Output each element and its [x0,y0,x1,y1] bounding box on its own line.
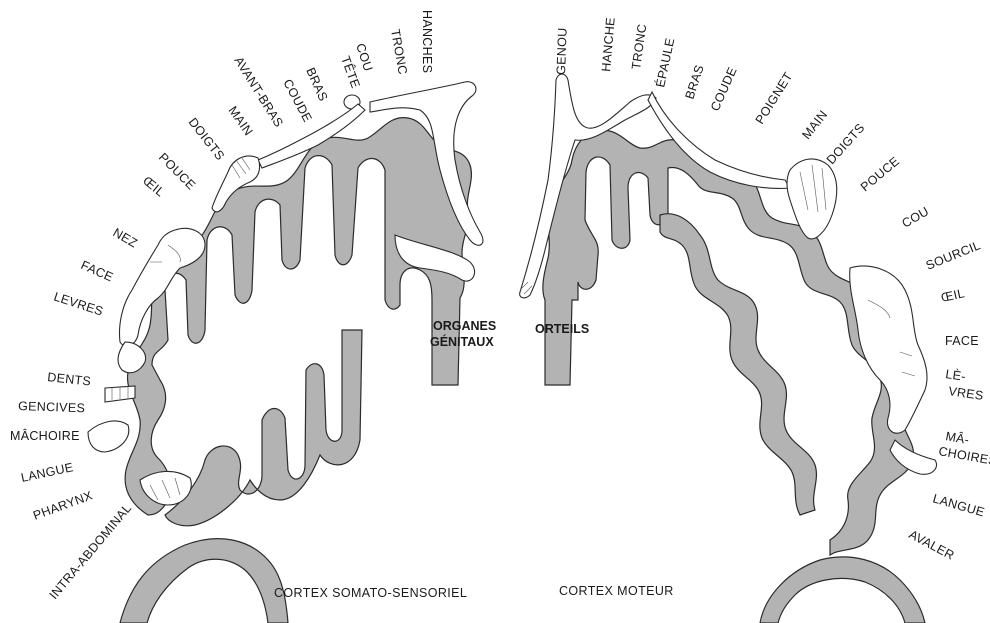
label-tronc: TRONC [388,28,410,76]
label-sourcil: SOURCIL [924,238,983,273]
label-machoires-2: CHOIRES [937,444,990,468]
label-oeil-motor: ŒIL [940,286,966,305]
label-main-motor: MAIN [799,108,830,142]
label-main: MAIN [226,104,256,139]
label-dents: DENTS [47,370,92,389]
label-tronc-motor: TRONC [629,23,649,70]
label-face: FACE [79,258,116,285]
label-machoire: MÂCHOIRE [10,428,80,443]
label-coude-motor: COUDE [708,65,740,113]
motor-labels: GENOU HANCHE TRONC ÉPAULE BRAS COUDE POI… [535,17,990,563]
label-doigts: DOIGTS [186,115,228,163]
caption-motor: CORTEX MOTEUR [559,584,674,598]
label-genitaux: GÉNITAUX [430,334,494,349]
label-langue: LANGUE [20,460,75,485]
label-poignet: POIGNET [753,70,796,127]
label-hanches: HANCHES [420,10,434,73]
label-bras: BRAS [303,66,330,104]
label-hanche: HANCHE [599,17,618,73]
motor-cortex-ribbon [543,130,925,623]
label-intra-abdominal: INTRA-ABDOMINAL [47,501,135,602]
label-organes: ORGANES [433,319,496,333]
label-epaule: ÉPAULE [652,36,677,88]
label-oeil: ŒIL [140,174,167,200]
label-doigts-motor: DOIGTS [824,121,868,167]
sensory-cortex-ribbon [120,118,471,623]
label-levres-motor-1: LÈ- [945,366,967,384]
label-face-motor: FACE [945,334,979,348]
label-bras-motor: BRAS [683,63,707,101]
label-cou-motor: COU [900,204,932,230]
label-pouce-motor: POUCE [858,154,902,194]
label-machoires-1: MÂ- [944,428,970,447]
label-pharynx: PHARYNX [31,488,95,523]
label-orteils: ORTEILS [535,322,589,336]
label-avaler: AVALER [907,527,957,562]
label-genou: GENOU [554,27,570,75]
label-gencives: GENCIVES [18,399,85,415]
label-levres-motor-2: VRES [948,384,985,403]
label-langue-motor: LANGUE [931,491,986,519]
caption-sensory: CORTEX SOMATO-SENSORIEL [274,586,467,600]
label-levres: LEVRES [52,290,105,319]
label-nez: NEZ [111,225,140,250]
